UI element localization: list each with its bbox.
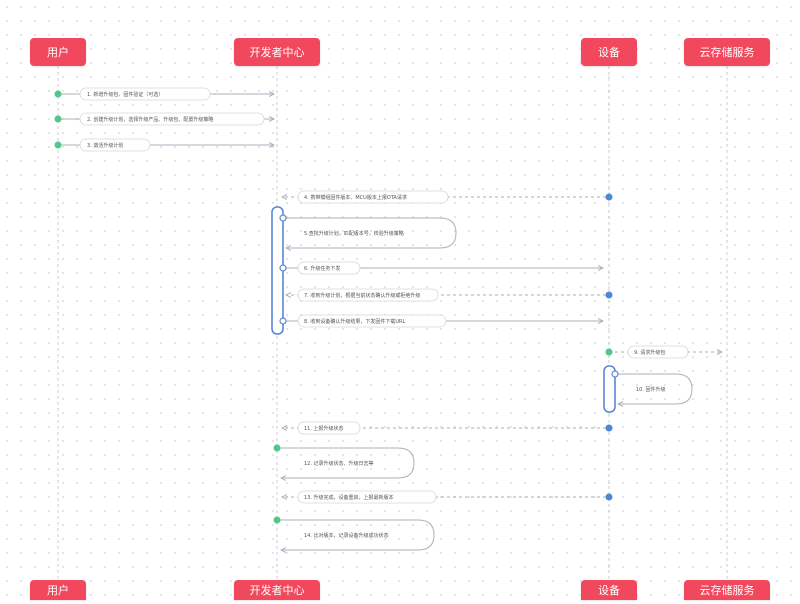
msg-9-label: 9. 请求升级包 [634,349,665,356]
actor-device-top: 设备 [581,38,637,66]
label-bg-2 [79,112,265,126]
msg-1-label: 1. 新增升级包、固件验证（可选） [87,91,163,98]
dot-11 [605,424,613,432]
msg-12-label: 12. 记录升级状态、升级日志等 [304,460,374,467]
msg-3-label: 3. 激活升级计划 [87,142,123,149]
actor-user-top: 用户 [30,38,86,66]
label-bg-9 [627,345,689,359]
label-bg-4 [297,190,449,204]
actor-cloud-storage-label: 云存储服务 [699,46,755,59]
arrow-12 [277,447,415,478]
msg-11-label: 11. 上报升级状态 [304,425,344,432]
dot-3 [54,141,62,149]
label-bg-7 [297,288,439,302]
msg-4-label: 4. 携带模组固件版本、MCU版本上报OTA请求 [304,194,407,201]
arrow-14 [277,519,435,550]
actor-device-label: 设备 [598,46,620,59]
label-bg-8 [297,314,447,328]
actor-user-bottom-label: 用户 [47,584,69,597]
dot-4 [605,193,613,201]
actor-cloud-storage-bottom: 云存储服务 [684,580,770,600]
label-bg-1 [79,87,211,101]
label-bg-11 [297,421,361,435]
dot-9 [605,348,613,356]
arrow-5 [283,217,457,248]
actor-device-bottom-label: 设备 [598,584,620,597]
actor-cloud-storage-bottom-label: 云存储服务 [699,584,755,597]
actor-user-label: 用户 [47,46,69,59]
dot-2 [54,115,62,123]
dot-8 [279,317,287,325]
dot-5 [279,214,287,222]
activation-device [603,365,616,413]
label-bg-3 [79,138,151,152]
msg-7-label: 7. 收到升级计划，根据当前状态确认升级或拒绝升级 [304,292,420,299]
label-bg-6 [297,261,361,275]
msg-2-label: 2. 创建升级计划，选择升级产品、升级包、配置升级策略 [87,116,213,123]
dot-14 [273,516,281,524]
actor-device-bottom: 设备 [581,580,637,600]
actor-user-bottom: 用户 [30,580,86,600]
label-bg-13 [297,490,437,504]
actor-dev-center-label: 开发者中心 [249,46,305,59]
dot-6 [279,264,287,272]
msg-5-label: 5.查找升级计划，匹配版本号，校验升级策略 [304,230,404,237]
actor-dev-center-top: 开发者中心 [234,38,320,66]
actor-cloud-storage-top: 云存储服务 [684,38,770,66]
dot-10 [611,370,619,378]
actor-dev-center-bottom: 开发者中心 [234,580,320,600]
dot-13 [605,493,613,501]
arrow-10 [615,373,693,404]
msg-8-label: 8. 收到设备确认升级结果，下发固件下载URL [304,318,405,325]
msg-10-label: 10. 固件升级 [636,386,666,393]
dot-1 [54,90,62,98]
dot-7 [605,291,613,299]
msg-14-label: 14. 比对版本，记录设备升级成功状态 [304,532,389,539]
actor-dev-center-bottom-label: 开发者中心 [249,584,305,597]
msg-6-label: 6. 升级任务下发 [304,265,340,272]
dot-12 [273,444,281,452]
msg-13-label: 13. 升级完成，设备重启，上报最新版本 [304,494,394,501]
